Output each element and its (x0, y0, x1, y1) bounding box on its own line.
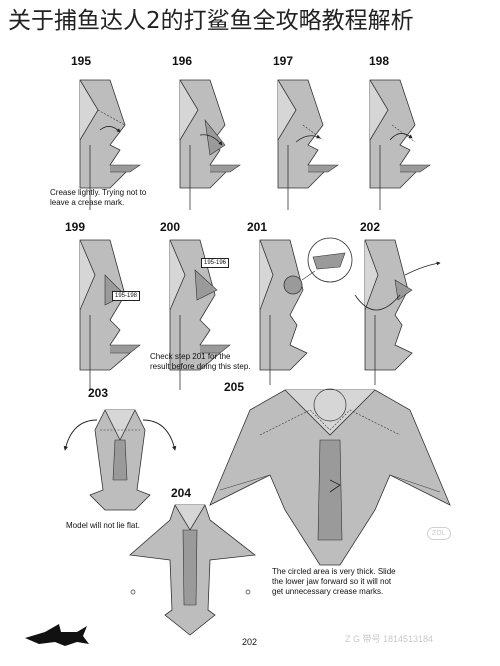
step-number-202: 202 (360, 220, 381, 234)
step-number-201: 201 (247, 220, 268, 234)
note-line: result before doing this step. (150, 362, 251, 371)
step-number-204: 204 (171, 486, 192, 500)
step-199-diagram (79, 239, 141, 390)
note-line: get unnecessary crease marks. (272, 587, 384, 596)
note-circled-area: The circled area is very thick. Slide th… (272, 567, 396, 597)
origami-diagram-page: 195 196 197 198 199 200 201 202 203 204 … (0, 40, 500, 666)
ref-tag-199: 195-198 (112, 291, 141, 301)
step-number-197: 197 (273, 54, 294, 68)
step-195-diagram (79, 79, 141, 210)
ref-tag-200: 195-196 (201, 258, 230, 268)
note-model-flat: Model will not lie flat. (66, 521, 140, 530)
step-number-200: 200 (160, 220, 181, 234)
watermark-badge: ZOL (427, 527, 451, 540)
step-196-diagram (179, 79, 241, 210)
note-check-step: Check step 201 for the result before doi… (150, 352, 251, 372)
note-line: the lower jaw forward so it will not (272, 577, 392, 586)
step-198-diagram (369, 79, 431, 210)
note-line: leave a crease mark. (50, 198, 125, 207)
step-number-196: 196 (172, 54, 193, 68)
step-197-diagram (277, 79, 339, 210)
step-number-205: 205 (224, 380, 245, 394)
note-line: Crease lightly. Trying not to (50, 188, 147, 197)
step-number-198: 198 (369, 54, 390, 68)
step-205-diagram (209, 388, 451, 566)
origami-diagram-drawings (25, 79, 451, 646)
step-202-diagram (354, 239, 441, 385)
note-line: Check step 201 for the (150, 352, 231, 361)
step-200-diagram (169, 239, 231, 390)
step-201-diagram (259, 237, 353, 385)
note-line: The circled area is very thick. Slide (272, 567, 396, 576)
step-204-diagram (129, 504, 257, 636)
page-title: 关于捕鱼达人2的打鲨鱼全攻略教程解析 (8, 8, 414, 34)
step-number-199: 199 (65, 220, 86, 234)
watermark-text: Z G 带号 1814513184 (345, 634, 434, 644)
step-number-203: 203 (88, 386, 109, 400)
step-203-diagram (63, 409, 177, 511)
note-crease-lightly: Crease lightly. Trying not to leave a cr… (50, 188, 146, 208)
page-number: 202 (242, 637, 258, 647)
shark-logo (25, 624, 89, 646)
step-number-195: 195 (71, 54, 92, 68)
